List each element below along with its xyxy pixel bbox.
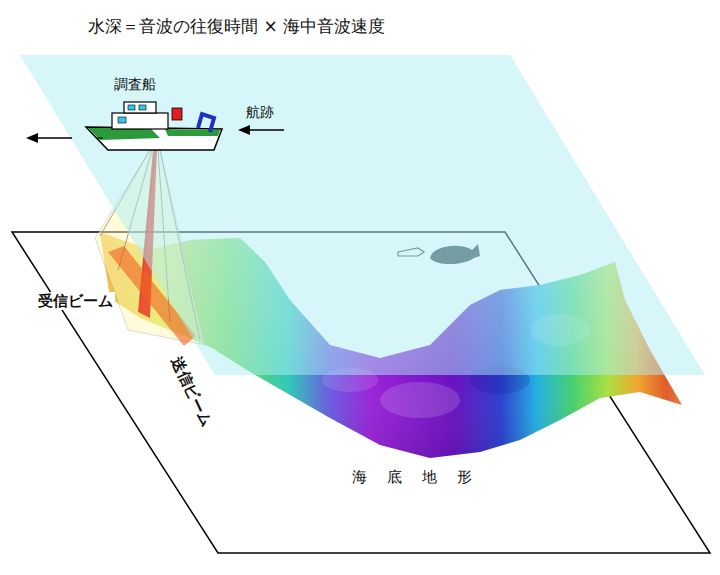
title: 水深＝音波の往復時間 × 海中音波速度 bbox=[88, 16, 385, 36]
survey-ship bbox=[86, 102, 222, 150]
heading-arrow bbox=[36, 137, 72, 139]
ship-mark bbox=[96, 138, 103, 139]
beam-label: 送信ビーム bbox=[168, 354, 216, 430]
ship-label: 調査船 bbox=[114, 76, 156, 93]
arrow-head bbox=[238, 125, 250, 135]
ship-hull bbox=[86, 127, 222, 150]
ship-window bbox=[139, 105, 146, 110]
track-label: 航跡 bbox=[246, 104, 274, 121]
ship-cabin bbox=[112, 113, 168, 129]
arrow-head bbox=[26, 133, 38, 143]
ship-equipment bbox=[172, 108, 182, 120]
ship-window bbox=[118, 117, 126, 123]
ship-window bbox=[128, 105, 135, 110]
terrain-label: 海底地形 bbox=[352, 468, 492, 486]
beam-label: 受信ビーム bbox=[36, 292, 115, 310]
ship-bridge bbox=[124, 102, 156, 113]
terrain-texture bbox=[380, 382, 460, 418]
sea-surface bbox=[20, 55, 705, 375]
ship-crane bbox=[198, 114, 214, 132]
ship-deck bbox=[88, 128, 160, 140]
track-arrow bbox=[248, 129, 284, 131]
